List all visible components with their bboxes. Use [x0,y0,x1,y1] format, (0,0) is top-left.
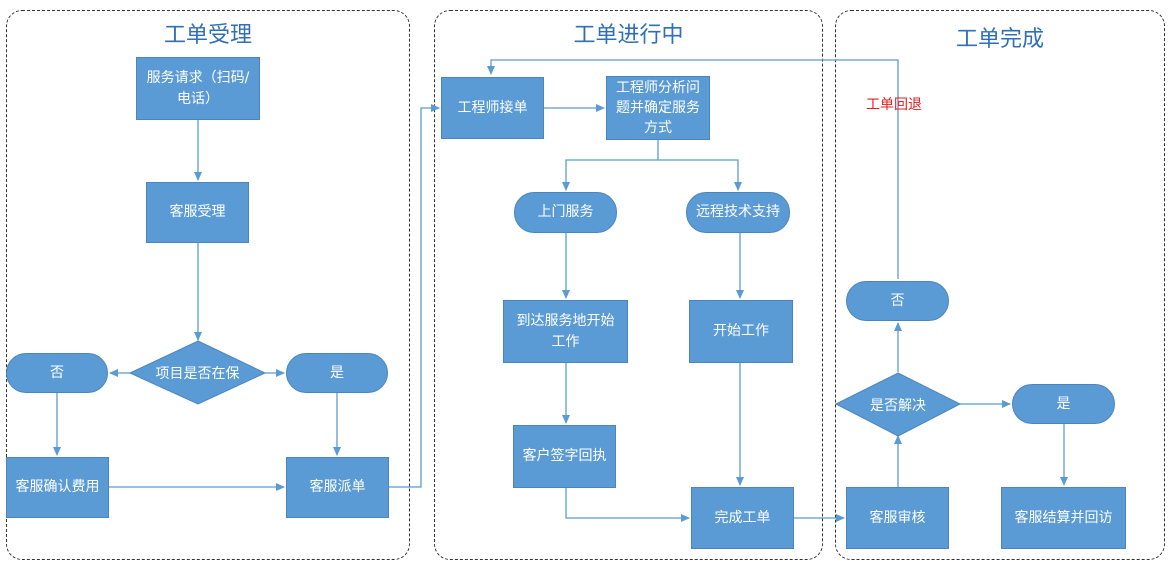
node-arrive-start: 到达服务地开始工作 [503,300,628,363]
node-cs-settle: 客服结算并回访 [1001,487,1126,549]
node-customer-sign: 客户签字回执 [513,425,616,488]
lane-complete-title: 工单完成 [955,27,1044,52]
arrow-analyze-to-remote [658,159,742,191]
node-no-2: 否 [846,281,949,321]
lane-accept: 工单受理 [6,10,410,560]
node-no-1: 否 [6,353,108,393]
node-start-work: 开始工作 [689,300,793,363]
node-remote-support: 远程技术支持 [686,192,790,233]
node-engineer-take: 工程师接单 [441,77,544,139]
arrow-order-return [487,59,899,279]
node-cs-confirm-fee: 客服确认费用 [6,457,109,518]
node-yes-1: 是 [286,353,388,393]
lane-in-progress: 工单进行中 [434,10,823,560]
lane-complete: 工单完成 [835,10,1165,560]
node-finish-order: 完成工单 [691,487,794,549]
decision-in-warranty-shape [128,340,267,405]
node-cs-dispatch: 客服派单 [286,457,389,518]
lane-in-progress-title: 工单进行中 [573,23,684,48]
node-service-request: 服务请求（扫码/电话） [136,57,260,120]
decision-resolved-shape [834,372,962,437]
node-cs-review: 客服审核 [846,487,949,549]
arrow-analyze-to-onsite [562,140,659,191]
node-yes-2: 是 [1012,384,1115,424]
node-engineer-analyze: 工程师分析问题并确定服务方式 [606,76,710,140]
lane-accept-title: 工单受理 [163,23,252,48]
node-resolved: 是否解决 [870,397,926,414]
label-order-return: 工单回退 [866,97,922,113]
arrow-dispatch-to-engineer [389,104,440,488]
node-cs-accept: 客服受理 [146,182,249,243]
node-in-warranty: 项目是否在保 [155,365,240,382]
arrow-sign-to-finish [565,488,690,522]
node-onsite-service: 上门服务 [514,192,617,233]
